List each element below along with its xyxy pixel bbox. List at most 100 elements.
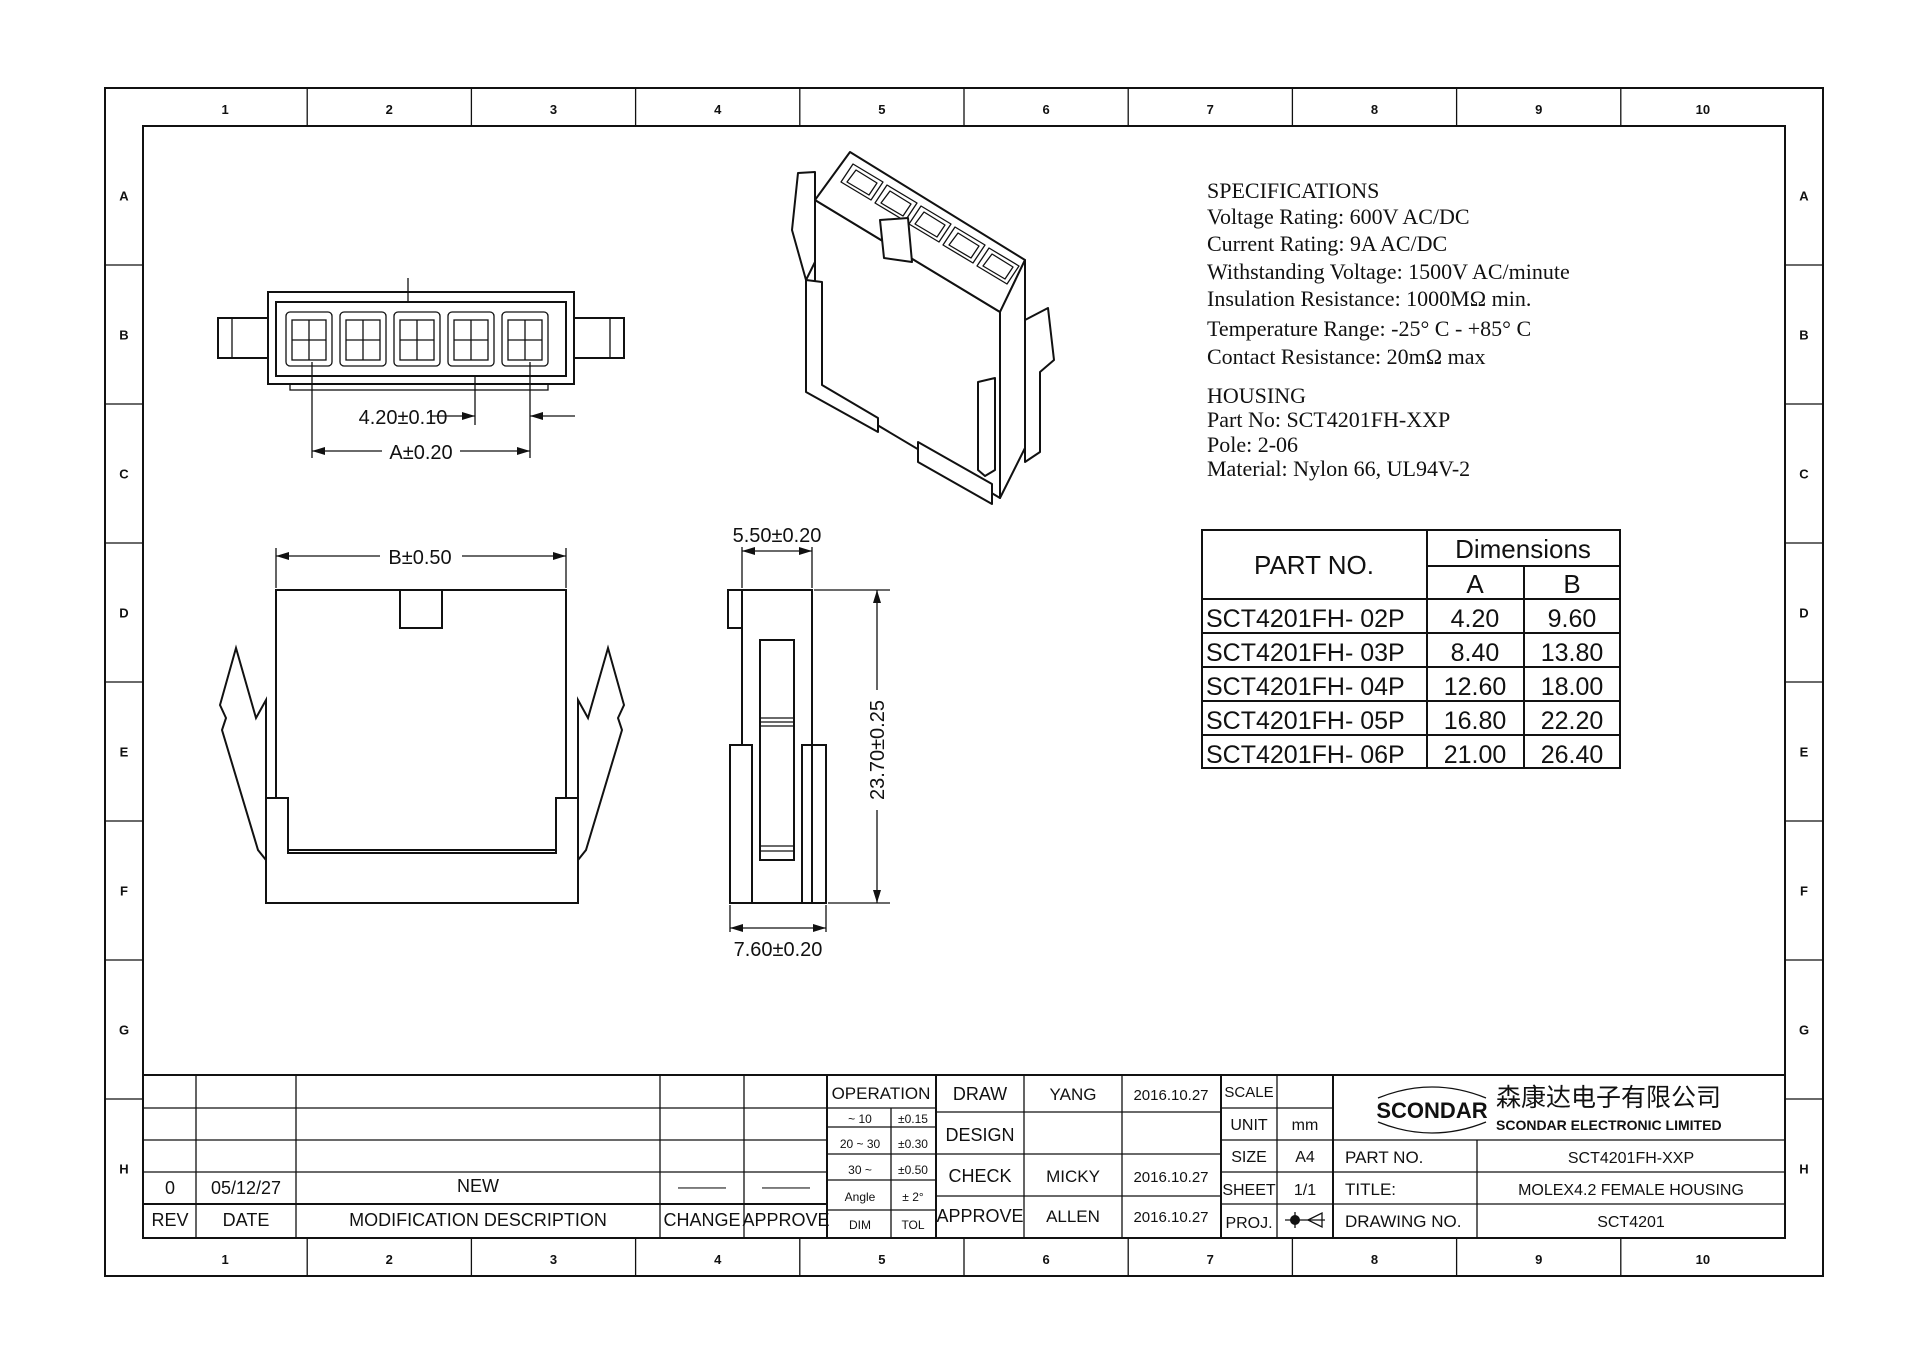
- column-label: 6: [1042, 102, 1049, 117]
- row-label: D: [1799, 606, 1808, 621]
- specifications-block: SPECIFICATIONS Voltage Rating: 600V AC/D…: [1207, 178, 1570, 481]
- tol-range: ~ 10: [848, 1112, 872, 1126]
- row-label: F: [120, 884, 128, 899]
- iso-cavity: [908, 205, 952, 243]
- pitch-label: 4.20±0.10: [359, 407, 448, 429]
- row-part-no: SCT4201FH- 05P: [1206, 707, 1405, 735]
- column-label: 4: [714, 102, 722, 117]
- row-label: A: [119, 189, 129, 204]
- column-label: 2: [386, 102, 393, 117]
- isometric-view: [791, 151, 1055, 505]
- row-dim-b: 18.00: [1541, 673, 1604, 701]
- dimension-row: SCT4201FH- 06P 21.00 26.40: [1206, 741, 1603, 769]
- spec-line: Current Rating: 9A AC/DC: [1207, 231, 1447, 256]
- column-label: 10: [1696, 1252, 1710, 1267]
- drawing-no-value: SCT4201: [1597, 1214, 1665, 1231]
- column-label: 3: [550, 1252, 557, 1267]
- row-part-no: SCT4201FH- 02P: [1206, 605, 1405, 633]
- check-name: MICKY: [1046, 1167, 1100, 1186]
- specifications-heading: SPECIFICATIONS: [1207, 178, 1379, 203]
- description-value: NEW: [457, 1176, 499, 1196]
- row-dim-a: 16.80: [1444, 707, 1507, 735]
- front-cavity: [501, 311, 549, 367]
- scale-label: SCALE: [1224, 1084, 1273, 1101]
- zone-ticks: [105, 88, 1823, 1276]
- a-dimension: A±0.20: [312, 442, 530, 464]
- draw-label: DRAW: [953, 1084, 1007, 1104]
- row-part-no: SCT4201FH- 04P: [1206, 673, 1405, 701]
- row-dim-b: 13.80: [1541, 639, 1604, 667]
- housing-line: Pole: 2-06: [1207, 432, 1298, 457]
- part-no-label: PART NO.: [1345, 1148, 1423, 1167]
- tol-value: ±0.30: [898, 1137, 928, 1151]
- row-dim-a: 21.00: [1444, 741, 1507, 769]
- unit-value: mm: [1292, 1117, 1319, 1134]
- drawing-no-label: DRAWING NO.: [1345, 1212, 1461, 1231]
- size-label: SIZE: [1231, 1149, 1267, 1166]
- column-label: 3: [550, 102, 557, 117]
- row-dim-a: 4.20: [1451, 605, 1500, 633]
- column-label: 5: [878, 1252, 885, 1267]
- iso-cavity: [942, 226, 986, 264]
- iso-cavity: [840, 163, 884, 201]
- approve-date: 2016.10.27: [1133, 1209, 1208, 1226]
- dimension-row: SCT4201FH- 05P 16.80 22.20: [1206, 707, 1603, 735]
- row-label: A: [1799, 189, 1809, 204]
- front-view: [217, 278, 625, 391]
- rev-header: REV: [151, 1210, 188, 1230]
- date-value: 05/12/27: [211, 1178, 281, 1198]
- col-a-header: A: [1466, 569, 1484, 599]
- housing-heading: HOUSING: [1207, 383, 1306, 408]
- part-no-header: PART NO.: [1254, 550, 1374, 580]
- column-label: 7: [1207, 1252, 1214, 1267]
- company-logo: SCONDAR: [1376, 1086, 1488, 1134]
- column-label: 7: [1207, 102, 1214, 117]
- title-label: TITLE:: [1345, 1180, 1396, 1199]
- check-label: CHECK: [948, 1166, 1011, 1186]
- column-label: 8: [1371, 102, 1378, 117]
- operation-label: OPERATION: [832, 1084, 931, 1103]
- approve-name: ALLEN: [1046, 1207, 1100, 1226]
- spec-line: Temperature Range: -25° C - +85° C: [1207, 316, 1531, 341]
- iso-cavities: [840, 163, 1020, 285]
- spec-line: Contact Resistance: 20mΩ max: [1207, 344, 1485, 369]
- front-cavity: [393, 311, 441, 367]
- row-dim-b: 26.40: [1541, 741, 1604, 769]
- column-label: 1: [221, 102, 228, 117]
- row-dim-b: 22.20: [1541, 707, 1604, 735]
- side-view: 5.50±0.20 23.70±0.25 7.60±0.20: [727, 525, 892, 961]
- pitch-dimension: 4.20±0.10: [311, 362, 575, 458]
- tol-value: ±0.15: [898, 1112, 928, 1126]
- company-name-en: SCONDAR ELECTRONIC LIMITED: [1496, 1117, 1722, 1133]
- tol-value: ±0.50: [898, 1163, 928, 1177]
- row-label: C: [119, 467, 129, 482]
- row-part-no: SCT4201FH- 03P: [1206, 639, 1405, 667]
- approve-label: APPROVE: [936, 1206, 1023, 1226]
- part-no-value: SCT4201FH-XXP: [1568, 1150, 1694, 1167]
- company-name-cn: 森康达电子有限公司: [1496, 1084, 1721, 1112]
- row-label: H: [119, 1162, 128, 1177]
- projection-symbol-icon: [1285, 1211, 1325, 1229]
- column-label: 4: [714, 1252, 722, 1267]
- sheet-label: SHEET: [1222, 1182, 1276, 1199]
- housing-line: Material: Nylon 66, UL94V-2: [1207, 456, 1470, 481]
- column-label: 9: [1535, 1252, 1542, 1267]
- iso-cavity: [976, 247, 1020, 285]
- spec-line: Withstanding Voltage: 1500V AC/minute: [1207, 259, 1570, 284]
- sheet-value: 1/1: [1294, 1182, 1316, 1199]
- row-label: B: [119, 328, 128, 343]
- side-bottom-label: 7.60±0.20: [734, 939, 823, 961]
- column-label: 5: [878, 102, 885, 117]
- front-cavity: [447, 311, 495, 367]
- size-value: A4: [1295, 1149, 1315, 1166]
- row-label: C: [1799, 467, 1809, 482]
- tol-range: Angle: [845, 1190, 876, 1204]
- row-part-no: SCT4201FH- 06P: [1206, 741, 1405, 769]
- row-label: H: [1799, 1162, 1808, 1177]
- col-b-header: B: [1563, 569, 1580, 599]
